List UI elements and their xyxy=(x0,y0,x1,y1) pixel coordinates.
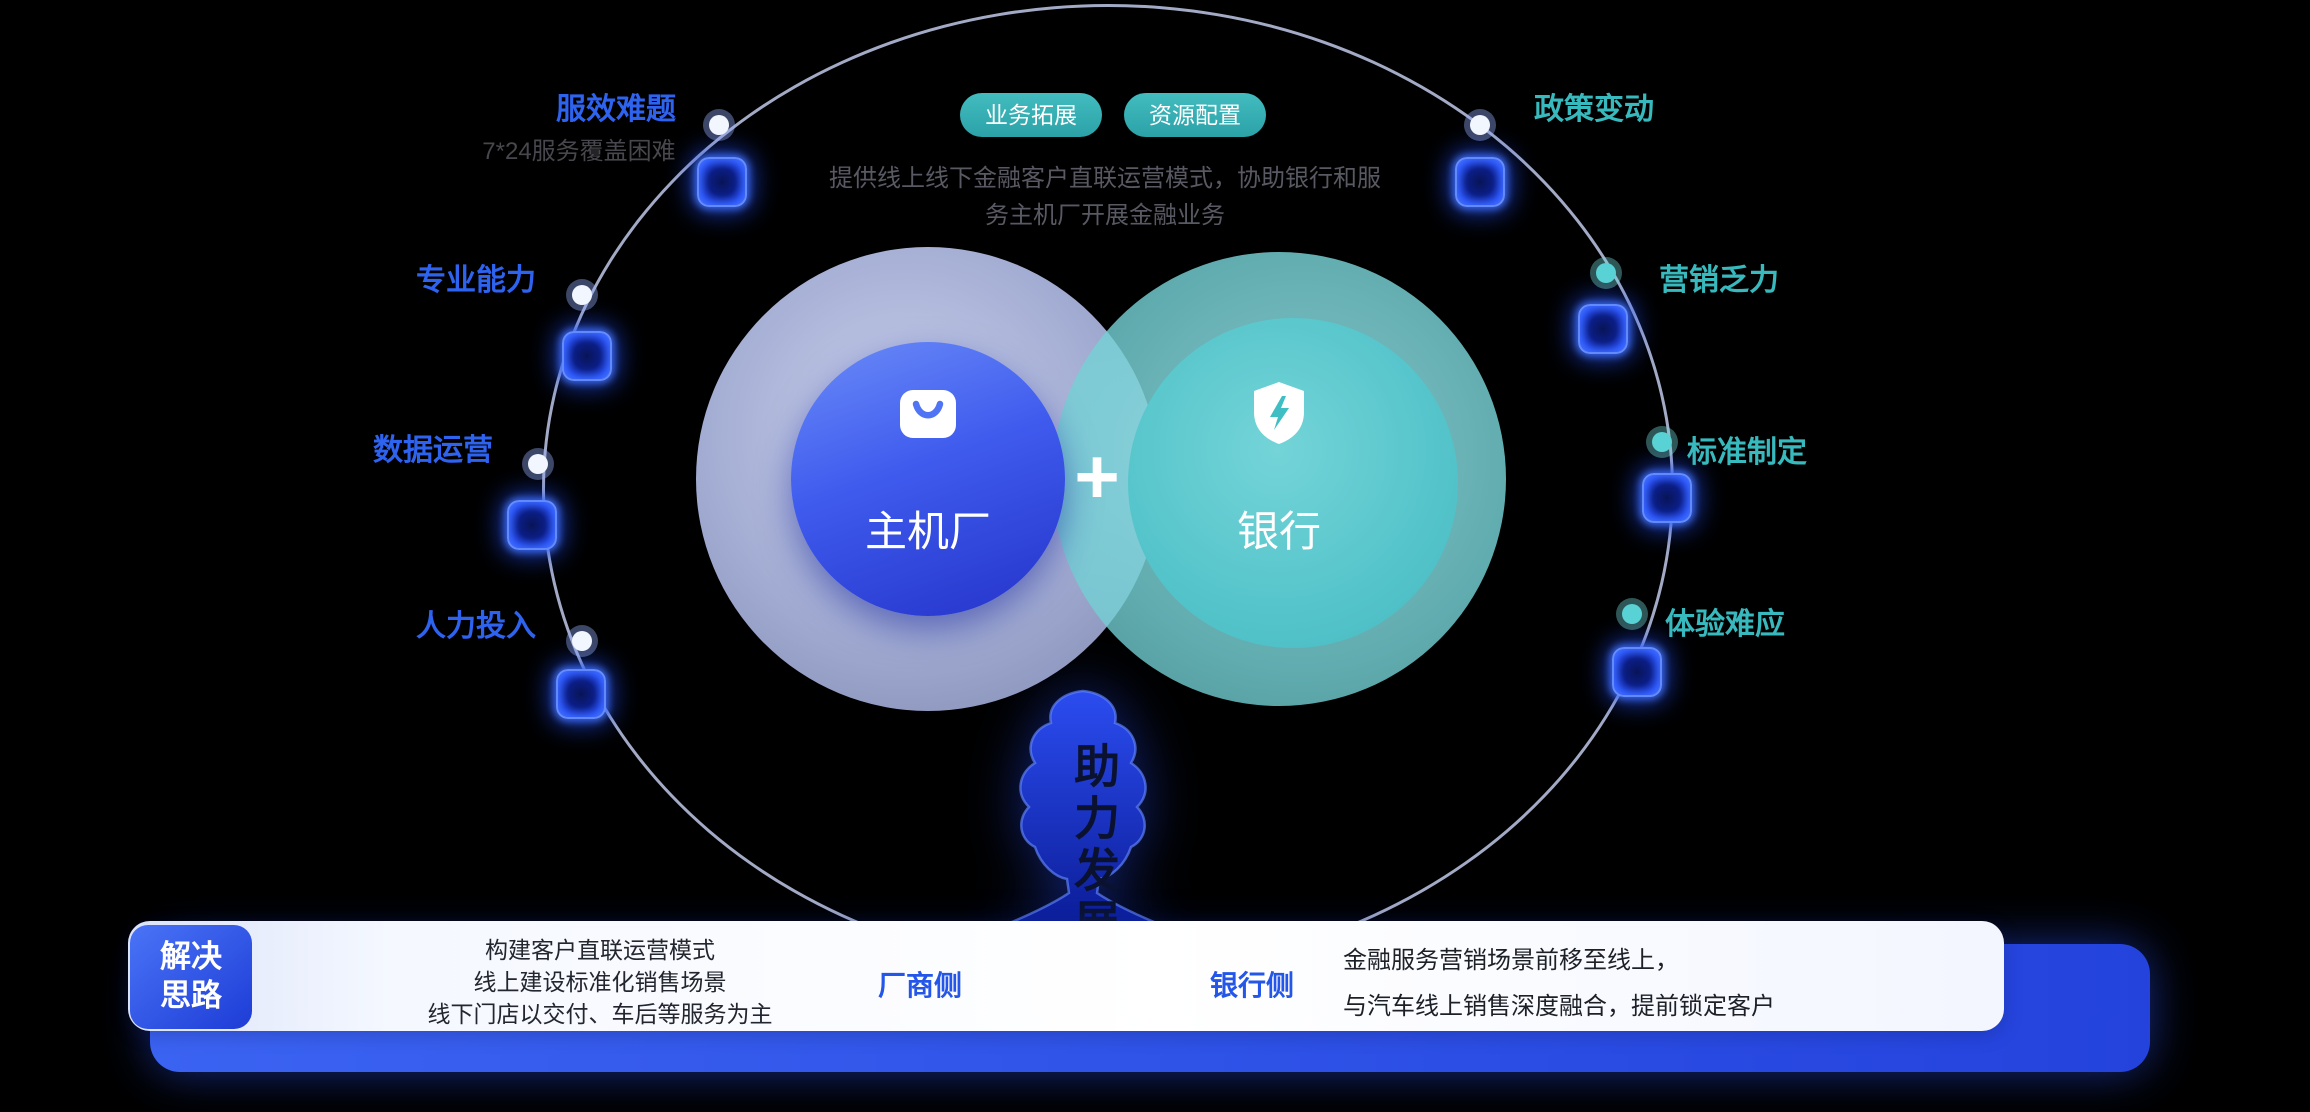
orbit-label-policy-change: 政策变动 xyxy=(1534,93,1654,126)
factory-side-label: 厂商侧 xyxy=(877,970,962,1001)
orbit-label-professional-ability: 专业能力 xyxy=(416,264,536,297)
factory-solution-line3: 线下门店以交付、车后等服务为主 xyxy=(427,1001,773,1028)
shield-bolt-icon xyxy=(1241,374,1317,450)
shopping-bag-icon xyxy=(890,374,966,450)
orbit-node-dot xyxy=(528,454,548,474)
glow-marker xyxy=(1578,304,1628,354)
bank-circle xyxy=(1128,318,1458,648)
orbit-node-dot xyxy=(1596,263,1616,283)
orbit-node-dot xyxy=(572,285,592,305)
pill-resource-allocation: 资源配置 xyxy=(1124,93,1266,137)
orbit-label-marketing-weak: 营销乏力 xyxy=(1659,264,1779,297)
factory-solution-text: 构建客户直联运营模式 线上建设标准化销售场景 线下门店以交付、车后等服务为主 xyxy=(340,934,860,1031)
orbit-label-experience-hard: 体验难应 xyxy=(1665,608,1785,641)
orbit-label-manpower-input: 人力投入 xyxy=(416,610,536,643)
factory-circle-label: 主机厂 xyxy=(864,508,991,555)
growth-caption: 助力发展 xyxy=(1068,742,1120,950)
solution-bar xyxy=(128,921,2004,1031)
bank-circle-label: 银行 xyxy=(1236,508,1321,555)
orbit-node-dot xyxy=(1622,604,1642,624)
glow-marker xyxy=(1455,157,1505,207)
orbit-label-service-efficiency: 服效难题 xyxy=(556,93,676,126)
bank-solution-text: 金融服务营销场景前移至线上， 与汽车线上销售深度融合，提前锁定客户 xyxy=(1343,938,1903,1029)
header-description-line1: 提供线上线下金融客户直联运营模式，协助银行和服 xyxy=(829,165,1381,192)
pill-business-expansion: 业务拓展 xyxy=(960,93,1102,137)
glow-marker xyxy=(562,331,612,381)
solution-badge-line1: 解决 xyxy=(160,939,222,975)
orbit-node-dot xyxy=(709,115,729,135)
factory-solution-line1: 构建客户直联运营模式 xyxy=(485,937,715,963)
solution-badge-line2: 思路 xyxy=(160,978,222,1013)
bank-side-label: 银行侧 xyxy=(1209,970,1294,1001)
orbit-label-data-operation: 数据运营 xyxy=(373,434,493,467)
solution-badge: 解决 思路 xyxy=(130,925,252,1029)
factory-circle xyxy=(791,342,1065,616)
glow-marker xyxy=(1642,473,1692,523)
glow-marker xyxy=(1612,647,1662,697)
orbit-label-standard-setting: 标准制定 xyxy=(1687,436,1807,469)
header-description-line2: 务主机厂开展金融业务 xyxy=(985,202,1225,230)
header-description: 提供线上线下金融客户直联运营模式，协助银行和服 务主机厂开展金融业务 xyxy=(800,160,1410,234)
glow-marker xyxy=(507,500,557,550)
orbit-node-dot xyxy=(1470,115,1490,135)
factory-solution-line2: 线上建设标准化销售场景 xyxy=(473,969,727,996)
bank-solution-line1: 金融服务营销场景前移至线上， xyxy=(1343,947,1679,974)
orbit-node-dot xyxy=(1652,432,1672,452)
glow-marker xyxy=(556,669,606,719)
plus-sign: + xyxy=(1074,432,1120,520)
bank-solution-line2: 与汽车线上销售深度融合，提前锁定客户 xyxy=(1343,992,1775,1020)
glow-marker xyxy=(697,157,747,207)
orbit-label-service-efficiency-subtitle: 7*24服务覆盖困难 xyxy=(482,138,676,165)
orbit-node-dot xyxy=(572,631,592,651)
